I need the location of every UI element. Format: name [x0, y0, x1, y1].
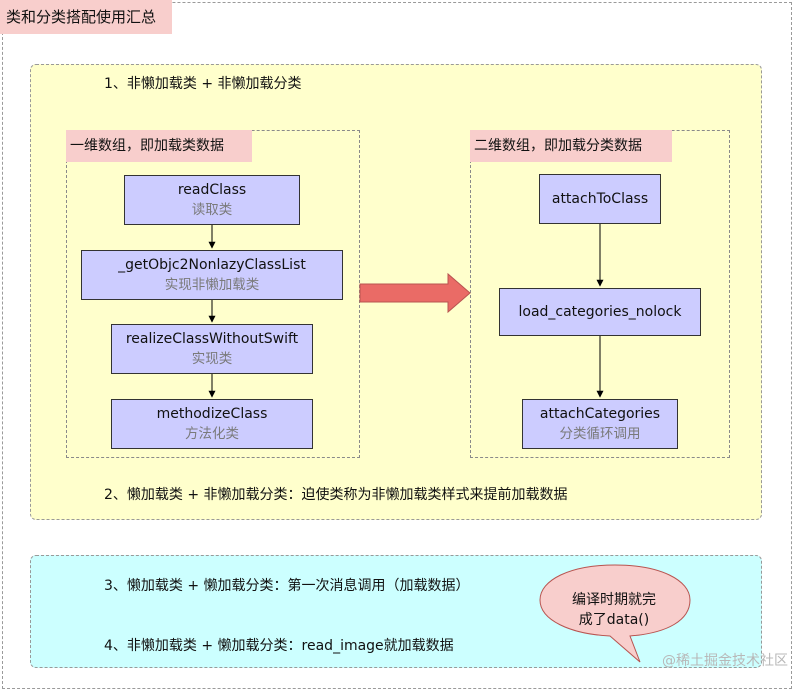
node-attachcategories: attachCategories 分类循环调用: [522, 399, 678, 449]
left-group-label: 一维数组，即加载类数据: [66, 130, 252, 162]
node-attachcategories-subtitle: 分类循环调用: [559, 426, 641, 442]
node-load-categories-title: load_categories_nolock: [518, 304, 682, 320]
node-methodizeclass: methodizeClass 方法化类: [111, 399, 313, 449]
note-line-2: 成了data(): [578, 612, 650, 628]
right-group-label: 二维数组，即加载分类数据: [470, 130, 672, 162]
node-attachtoclass-title: attachToClass: [551, 191, 649, 207]
node-getobjc2: _getObjc2NonlazyClassList 实现非懒加载类: [81, 250, 343, 300]
node-readclass: readClass 读取类: [124, 175, 300, 225]
case-2-text: 2、懒加载类 + 非懒加载分类：迫使类称为非懒加载类样式来提前加载数据: [104, 487, 568, 503]
watermark: @稀土掘金技术社区: [662, 653, 788, 669]
big-transition-arrow: [359, 272, 471, 314]
note-bubble-text: 编译时期就完 成了data(): [548, 590, 680, 630]
note-line-1: 编译时期就完: [572, 592, 656, 608]
node-getobjc2-title: _getObjc2NonlazyClassList: [118, 257, 306, 273]
node-realizeclass-subtitle: 实现类: [191, 351, 233, 367]
node-attachtoclass: attachToClass: [539, 174, 661, 224]
node-readclass-title: readClass: [177, 182, 247, 198]
node-methodizeclass-subtitle: 方法化类: [185, 426, 239, 442]
node-getobjc2-subtitle: 实现非懒加载类: [164, 277, 260, 293]
case-4-text: 4、非懒加载类 + 懒加载分类：read_image就加载数据: [104, 638, 454, 654]
page-title: 类和分类搭配使用汇总: [0, 0, 172, 34]
node-attachcategories-title: attachCategories: [539, 406, 661, 422]
node-readclass-subtitle: 读取类: [191, 202, 233, 218]
node-load-categories: load_categories_nolock: [499, 288, 701, 336]
case-3-text: 3、懒加载类 + 懒加载分类：第一次消息调用（加载数据）: [104, 578, 470, 594]
node-realizeclass: realizeClassWithoutSwift 实现类: [111, 324, 313, 374]
node-methodizeclass-title: methodizeClass: [156, 406, 268, 422]
note-bubble-shape: [539, 564, 691, 663]
case-1-heading: 1、非懒加载类 + 非懒加载分类: [104, 76, 302, 92]
node-realizeclass-title: realizeClassWithoutSwift: [125, 331, 299, 347]
